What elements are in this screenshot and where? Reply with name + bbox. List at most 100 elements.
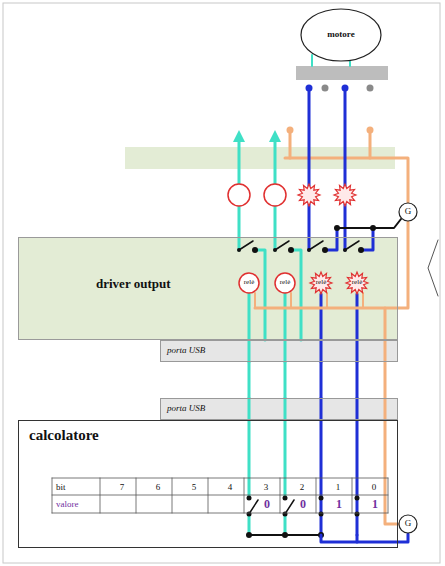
relay-contact-blade — [345, 241, 359, 250]
bit-contact-dot — [247, 496, 252, 501]
table-rule — [52, 478, 388, 479]
lamp-output-wire — [274, 136, 277, 184]
table-rule — [100, 478, 101, 513]
return-wire — [325, 228, 337, 250]
terminal-dot — [287, 127, 294, 134]
junction-dot — [282, 532, 288, 538]
return-wire — [291, 250, 301, 340]
table-cell: 1 — [372, 498, 378, 510]
signal-wire — [248, 514, 251, 535]
table-cell: 3 — [264, 482, 269, 491]
usb-bar-fill — [160, 340, 398, 362]
orange-wire — [255, 222, 408, 308]
contact-dot — [358, 247, 364, 253]
computer-box: calcolatore — [18, 420, 398, 548]
signal-wire — [356, 398, 359, 535]
relay-symbol: relè — [274, 272, 296, 294]
table-cell: 5 — [192, 482, 197, 491]
common-wire — [337, 219, 401, 228]
generator-outline — [399, 203, 417, 221]
table-cell: 0 — [300, 498, 306, 510]
generator-symbol: G — [398, 514, 418, 534]
bit-contact-dot — [319, 512, 324, 517]
bit-contact-dot — [355, 496, 360, 501]
terminal-dot — [367, 127, 374, 134]
bus-connector — [249, 362, 357, 398]
node-text: relè — [280, 279, 291, 287]
bus-wire — [284, 362, 287, 398]
node-text: G — [405, 519, 412, 529]
contact-dot — [322, 247, 328, 253]
table-row-header: bit — [56, 482, 66, 491]
relay-contact-blade — [275, 241, 289, 250]
usb-port-bar: porta USB — [160, 340, 398, 362]
generator-outline — [399, 515, 417, 533]
table-rule — [316, 478, 317, 513]
contact-pivot — [343, 248, 347, 252]
lamp-symbol — [228, 184, 250, 206]
plug-pin — [342, 85, 349, 92]
table-rule — [352, 478, 353, 513]
table-rule — [388, 478, 389, 513]
motor-lead — [311, 55, 313, 66]
orange-wire — [369, 132, 372, 158]
coil-wire — [326, 293, 328, 308]
load-wire — [238, 206, 241, 250]
relay-contact-blade — [239, 241, 253, 250]
load-star-symbol — [334, 184, 356, 206]
node-text: driver output — [96, 277, 171, 291]
signal-wire — [248, 398, 251, 498]
contact-pivot — [307, 248, 311, 252]
relay-symbol: relè — [238, 272, 260, 294]
motor-outline — [301, 9, 381, 61]
coil-wire — [362, 293, 364, 308]
driver-panel-fill — [18, 237, 398, 340]
node-text: porta USB — [167, 404, 205, 414]
plug-pin — [367, 85, 374, 92]
load-wire — [274, 206, 277, 250]
generator-symbol: G — [398, 202, 418, 222]
table-rule — [136, 478, 137, 513]
bus-wire — [356, 362, 359, 398]
table-rule — [52, 495, 388, 496]
relay-star-outline — [346, 272, 368, 294]
contact-dot — [288, 247, 294, 253]
table-rule — [244, 478, 245, 513]
motor-plug — [296, 66, 388, 80]
page-frame — [3, 3, 440, 563]
table-row-header: valore — [56, 500, 79, 509]
junction-dot — [246, 532, 252, 538]
usb-bar-fill — [160, 398, 398, 420]
table-rule — [52, 478, 53, 513]
table-rule — [172, 478, 173, 513]
signal-wire — [284, 398, 287, 498]
signal-wire — [284, 514, 287, 535]
table-cell: 6 — [156, 482, 161, 491]
signal-wire — [320, 294, 323, 362]
return-wire — [361, 228, 373, 250]
table-cell: 1 — [336, 498, 342, 510]
contact-pivot — [237, 248, 241, 252]
junction-dot — [370, 225, 376, 231]
orange-wire — [289, 132, 292, 158]
table-cell: 7 — [120, 482, 125, 491]
lamp-symbol — [264, 184, 286, 206]
return-wire — [255, 250, 265, 340]
side-bracket — [428, 240, 438, 296]
table-rule — [280, 478, 281, 513]
signal-wire — [320, 398, 323, 535]
node-text: motore — [327, 30, 354, 40]
load-star-symbol — [298, 184, 320, 206]
coil-wire — [290, 293, 292, 308]
node-text: G — [405, 207, 412, 217]
ground-wire — [356, 535, 359, 542]
bit-contact-dot — [283, 496, 288, 501]
table-cell: 1 — [336, 482, 341, 491]
table-rule — [52, 513, 388, 514]
motor-wire — [308, 88, 311, 186]
